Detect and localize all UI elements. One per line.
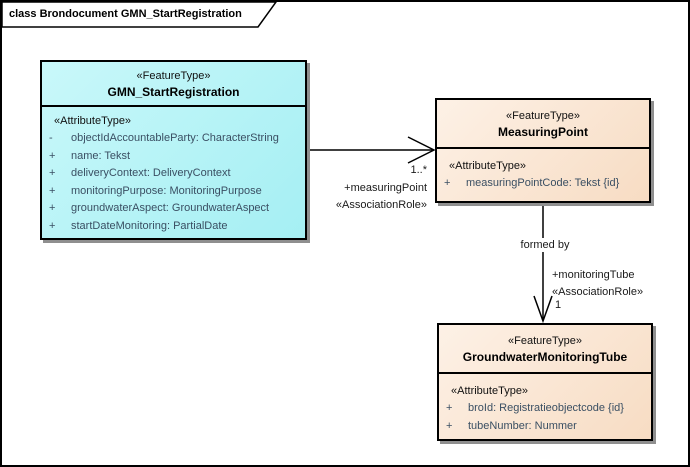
class-stereotype: «FeatureType» xyxy=(508,335,582,347)
association-role: +measuringPoint xyxy=(344,181,427,194)
class-measuringpoint[interactable]: «FeatureType» MeasuringPoint «AttributeT… xyxy=(435,98,651,203)
attribute-row: + name: Tekst xyxy=(42,148,305,166)
attribute-signature: monitoringPurpose: MonitoringPurpose xyxy=(71,184,262,197)
class-name: GMN_StartRegistration xyxy=(107,85,240,99)
attribute-signature: groundwaterAspect: GroundwaterAspect xyxy=(71,202,270,214)
association-measuring-point-labels: 1..* +measuringPoint «AssociationRole» xyxy=(336,162,427,215)
association-stereotype: «AssociationRole» xyxy=(335,199,427,211)
attribute-signature: objectIdAccountableParty: CharacterStrin… xyxy=(71,132,279,144)
class-attributes-compartment: «AttributeType» - objectIdAccountablePar… xyxy=(42,107,305,235)
class-header: «FeatureType» GroundwaterMonitoringTube xyxy=(439,325,651,374)
association-multiplicity: 1 xyxy=(555,299,562,311)
attribute-visibility: + xyxy=(49,149,56,162)
class-header: «FeatureType» GMN_StartRegistration xyxy=(42,62,305,107)
attribute-visibility: + xyxy=(49,184,56,197)
frame-title: class Brondocument GMN_StartRegistration xyxy=(9,8,242,20)
attribute-visibility: - xyxy=(49,132,53,144)
attribute-signature: broId: Registratieobjectcode {id} xyxy=(468,402,624,414)
class-groundwatermonitoringtube[interactable]: «FeatureType» GroundwaterMonitoringTube … xyxy=(437,323,653,441)
attributes-stereotype: «AttributeType» xyxy=(451,385,529,397)
class-stereotype: «FeatureType» xyxy=(506,110,580,122)
open-arrowhead-right-icon xyxy=(407,136,436,164)
attributes-stereotype: «AttributeType» xyxy=(54,115,132,127)
attribute-row: + broId: Registratieobjectcode {id} xyxy=(439,400,651,418)
attribute-row: - objectIdAccountableParty: CharacterStr… xyxy=(42,130,305,148)
attribute-signature: startDateMonitoring: PartialDate xyxy=(71,219,228,232)
association-monitoring-tube-labels: +monitoringTube «AssociationRole» xyxy=(552,267,643,300)
attribute-visibility: + xyxy=(49,202,56,214)
open-arrowhead-down-icon xyxy=(533,295,553,324)
association-name: formed by xyxy=(505,238,585,252)
attribute-signature: measuringPointCode: Tekst {id} xyxy=(466,177,620,189)
attribute-visibility: + xyxy=(446,419,453,432)
class-header: «FeatureType» MeasuringPoint xyxy=(437,100,649,149)
attribute-visibility: + xyxy=(444,177,451,189)
class-attributes-compartment: «AttributeType» + measuringPointCode: Te… xyxy=(437,149,649,193)
class-gmn-startregistration[interactable]: «FeatureType» GMN_StartRegistration «Att… xyxy=(40,60,307,240)
attributes-stereotype: «AttributeType» xyxy=(449,160,527,172)
class-stereotype: «FeatureType» xyxy=(136,70,211,82)
attribute-signature: name: Tekst xyxy=(71,149,131,162)
frame-tab-shape xyxy=(2,2,277,28)
attribute-visibility: + xyxy=(49,167,56,179)
class-name: GroundwaterMonitoringTube xyxy=(462,350,628,364)
attribute-signature: deliveryContext: DeliveryContext xyxy=(71,167,231,179)
attribute-row: + tubeNumber: Nummer xyxy=(439,418,651,436)
attribute-row: + startDateMonitoring: PartialDate xyxy=(42,218,305,236)
attribute-row: + groundwaterAspect: GroundwaterAspect xyxy=(42,200,305,218)
attribute-visibility: + xyxy=(446,402,453,414)
attribute-row: + deliveryContext: DeliveryContext xyxy=(42,165,305,183)
association-stereotype: «AssociationRole» xyxy=(552,285,644,298)
class-attributes-compartment: «AttributeType» + broId: Registratieobje… xyxy=(439,374,651,435)
attribute-row: + monitoringPurpose: MonitoringPurpose xyxy=(42,183,305,201)
attribute-signature: tubeNumber: Nummer xyxy=(468,419,577,432)
association-role: +monitoringTube xyxy=(552,269,635,281)
attribute-row: + measuringPointCode: Tekst {id} xyxy=(437,175,649,193)
class-name: MeasuringPoint xyxy=(497,125,588,139)
attribute-visibility: + xyxy=(49,219,56,232)
association-multiplicity: 1..* xyxy=(410,164,427,176)
